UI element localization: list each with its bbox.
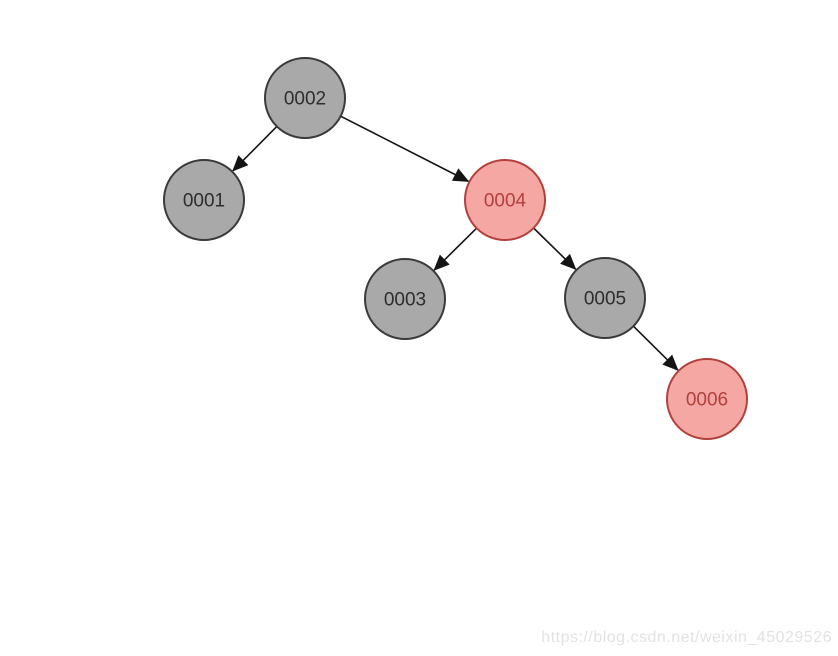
tree-node-0001: 0001 (163, 159, 245, 241)
tree-node-label-0005: 0005 (584, 289, 626, 310)
tree-node-label-0001: 0001 (183, 191, 225, 212)
tree-node-0006: 0006 (666, 358, 748, 440)
nodes-layer: 0002 0001 0004 0003 0005 0006 (163, 57, 748, 440)
tree-edge-0004-0005 (533, 227, 577, 271)
tree-node-label-0006: 0006 (686, 390, 728, 411)
tree-node-label-0004: 0004 (484, 191, 527, 212)
tree-edge-0005-0006 (632, 325, 679, 371)
tree-node-circle-0005 (564, 257, 646, 339)
tree-node-circle-0006 (666, 358, 748, 440)
tree-node-0004: 0004 (464, 159, 546, 241)
tree-node-circle-0001 (163, 159, 245, 241)
tree-node-label-0003: 0003 (384, 290, 426, 311)
tree-edge-0002-0004 (340, 115, 470, 183)
tree-node-circle-0003 (364, 258, 446, 340)
tree-node-0005: 0005 (564, 257, 646, 339)
tree-node-circle-0002 (264, 57, 346, 139)
watermark-url: https://blog.csdn.net/weixin_45029526 (541, 629, 832, 646)
tree-node-label-0002: 0002 (284, 89, 326, 110)
tree-node-0003: 0003 (364, 258, 446, 340)
tree-edge-0004-0003 (433, 227, 478, 271)
edges-layer (232, 115, 679, 371)
tree-node-0002: 0002 (264, 57, 346, 139)
tree-edge-0002-0001 (232, 125, 278, 172)
tree-node-circle-0004 (464, 159, 546, 241)
